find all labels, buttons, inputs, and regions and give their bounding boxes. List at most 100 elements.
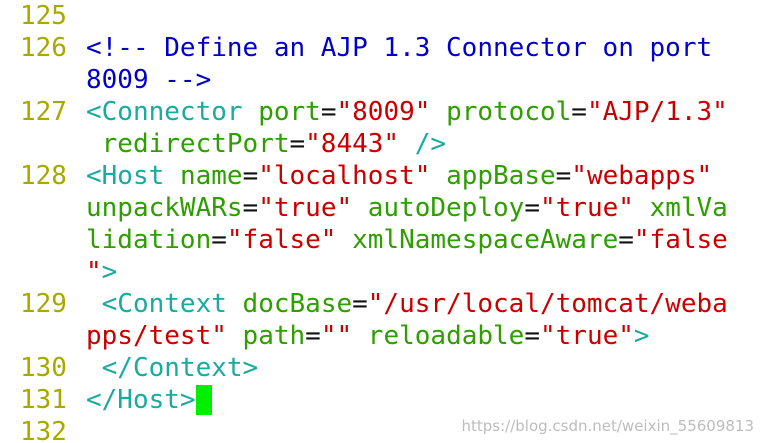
line-number: 131 — [20, 385, 67, 415]
code-text: <Host name="localhost" appBase="webapps" — [86, 160, 712, 192]
code-line[interactable]: 132 — [0, 416, 762, 443]
code-token: = — [524, 193, 540, 223]
code-token: unpackWARs — [86, 193, 243, 223]
code-token — [164, 161, 180, 191]
code-line[interactable]: lidation="false" xmlNamespaceAware="fals… — [0, 224, 762, 256]
line-number: 129 — [20, 289, 67, 319]
code-token — [352, 321, 368, 351]
code-token: autoDeploy — [367, 193, 525, 223]
code-line[interactable]: unpackWARs="true" autoDeploy="true" xmlV… — [0, 192, 762, 224]
code-text: unpackWARs="true" autoDeploy="true" xmlV… — [86, 192, 728, 224]
code-token: redirectPort — [101, 129, 290, 159]
code-line[interactable]: 127<Connector port="8009" protocol="AJP/… — [0, 96, 762, 128]
code-text: pps/test" path="" reloadable="true"> — [86, 320, 650, 352]
code-token: <Host — [86, 161, 165, 191]
code-token: protocol — [446, 97, 572, 127]
code-token: pps/test" — [86, 321, 227, 351]
code-token: = — [242, 193, 259, 223]
code-text: "> — [86, 256, 117, 288]
code-token: "true" — [258, 193, 353, 223]
code-line[interactable]: redirectPort="8443" /> — [0, 128, 762, 160]
line-number: 128 — [20, 161, 67, 191]
code-text: </Context> — [86, 352, 259, 384]
code-line[interactable]: 8009 --> — [0, 64, 762, 96]
code-token: </Host> — [86, 385, 196, 415]
code-token: name — [179, 161, 243, 191]
code-token — [86, 289, 102, 319]
code-token: </Context> — [101, 353, 259, 383]
code-token: = — [320, 97, 337, 127]
line-number: 130 — [20, 353, 67, 383]
code-token: "localhost" — [258, 161, 431, 191]
code-token: = — [305, 321, 321, 351]
code-token: "true" — [540, 321, 634, 351]
code-token: "" — [320, 321, 353, 351]
code-token — [399, 129, 415, 159]
code-token: "webapps" — [571, 161, 713, 191]
code-token: <Connector — [86, 97, 243, 127]
code-token: = — [289, 129, 306, 159]
code-line[interactable]: 130 </Context> — [0, 352, 762, 384]
code-line[interactable]: 131 </Host> — [0, 384, 762, 416]
code-text: lidation="false" xmlNamespaceAware="fals… — [86, 224, 728, 256]
code-token: "8009" — [336, 97, 431, 127]
code-token: "/usr/local/tomcat/weba — [367, 289, 728, 319]
code-token: = — [211, 225, 227, 255]
code-token: "AJP/1.3" — [586, 97, 728, 127]
code-token: <Context — [101, 289, 227, 319]
code-text: <Connector port="8009" protocol="AJP/1.3… — [86, 96, 728, 128]
code-token: path — [242, 321, 306, 351]
code-token: "false" — [226, 225, 337, 255]
code-text: <Context docBase="/usr/local/tomcat/weba — [86, 288, 728, 320]
code-token: = — [555, 161, 572, 191]
code-token: = — [571, 97, 587, 127]
code-token: /> — [414, 129, 447, 159]
code-token: = — [352, 289, 368, 319]
watermark-text: https://blog.csdn.net/weixin_55609813 — [461, 417, 754, 435]
code-line[interactable]: 128<Host name="localhost" appBase="webap… — [0, 160, 762, 192]
code-token: "true" — [539, 193, 634, 223]
code-token — [336, 225, 352, 255]
code-token — [430, 161, 446, 191]
code-line[interactable]: 126 <!-- Define an AJP 1.3 Connector on p… — [0, 32, 762, 64]
text-cursor — [195, 385, 212, 415]
code-text: redirectPort="8443" /> — [86, 128, 446, 160]
code-token: xmlNamespaceAware — [352, 225, 619, 255]
code-text: 8009 --> — [86, 64, 211, 96]
code-token: = — [524, 321, 540, 351]
code-token — [430, 97, 446, 127]
code-token: 8009 --> — [86, 65, 212, 95]
code-text: </Host> — [86, 384, 212, 416]
code-token — [227, 289, 243, 319]
line-number: 127 — [20, 97, 67, 127]
code-text: <!-- Define an AJP 1.3 Connector on port — [86, 32, 712, 64]
code-token: > — [633, 321, 650, 351]
code-token — [352, 193, 368, 223]
code-line[interactable]: pps/test" path="" reloadable="true"> — [0, 320, 762, 352]
code-token: "8443" — [305, 129, 400, 159]
code-token: appBase — [446, 161, 556, 191]
line-number: 125 — [20, 1, 67, 31]
code-token: " — [86, 257, 102, 287]
code-token — [243, 97, 259, 127]
code-token — [86, 129, 102, 159]
line-number: 132 — [20, 417, 67, 443]
code-token: port — [258, 97, 321, 127]
code-line[interactable]: "> — [0, 256, 762, 288]
code-token: docBase — [242, 289, 353, 319]
code-token — [86, 353, 102, 383]
code-token — [227, 321, 243, 351]
code-token: reloadable — [367, 321, 525, 351]
code-token: xmlVa — [649, 193, 728, 223]
code-token — [634, 193, 650, 223]
code-line[interactable]: 129 <Context docBase="/usr/local/tomcat/… — [0, 288, 762, 320]
code-token: = — [242, 161, 259, 191]
code-token: = — [618, 225, 634, 255]
code-token: lidation — [86, 225, 212, 255]
code-token: <!-- Define an AJP 1.3 Connector on port — [86, 33, 713, 63]
code-token: > — [101, 257, 118, 287]
code-token: "false — [633, 225, 728, 255]
code-line[interactable]: 125 — [0, 0, 762, 32]
line-number: 126 — [20, 33, 67, 63]
